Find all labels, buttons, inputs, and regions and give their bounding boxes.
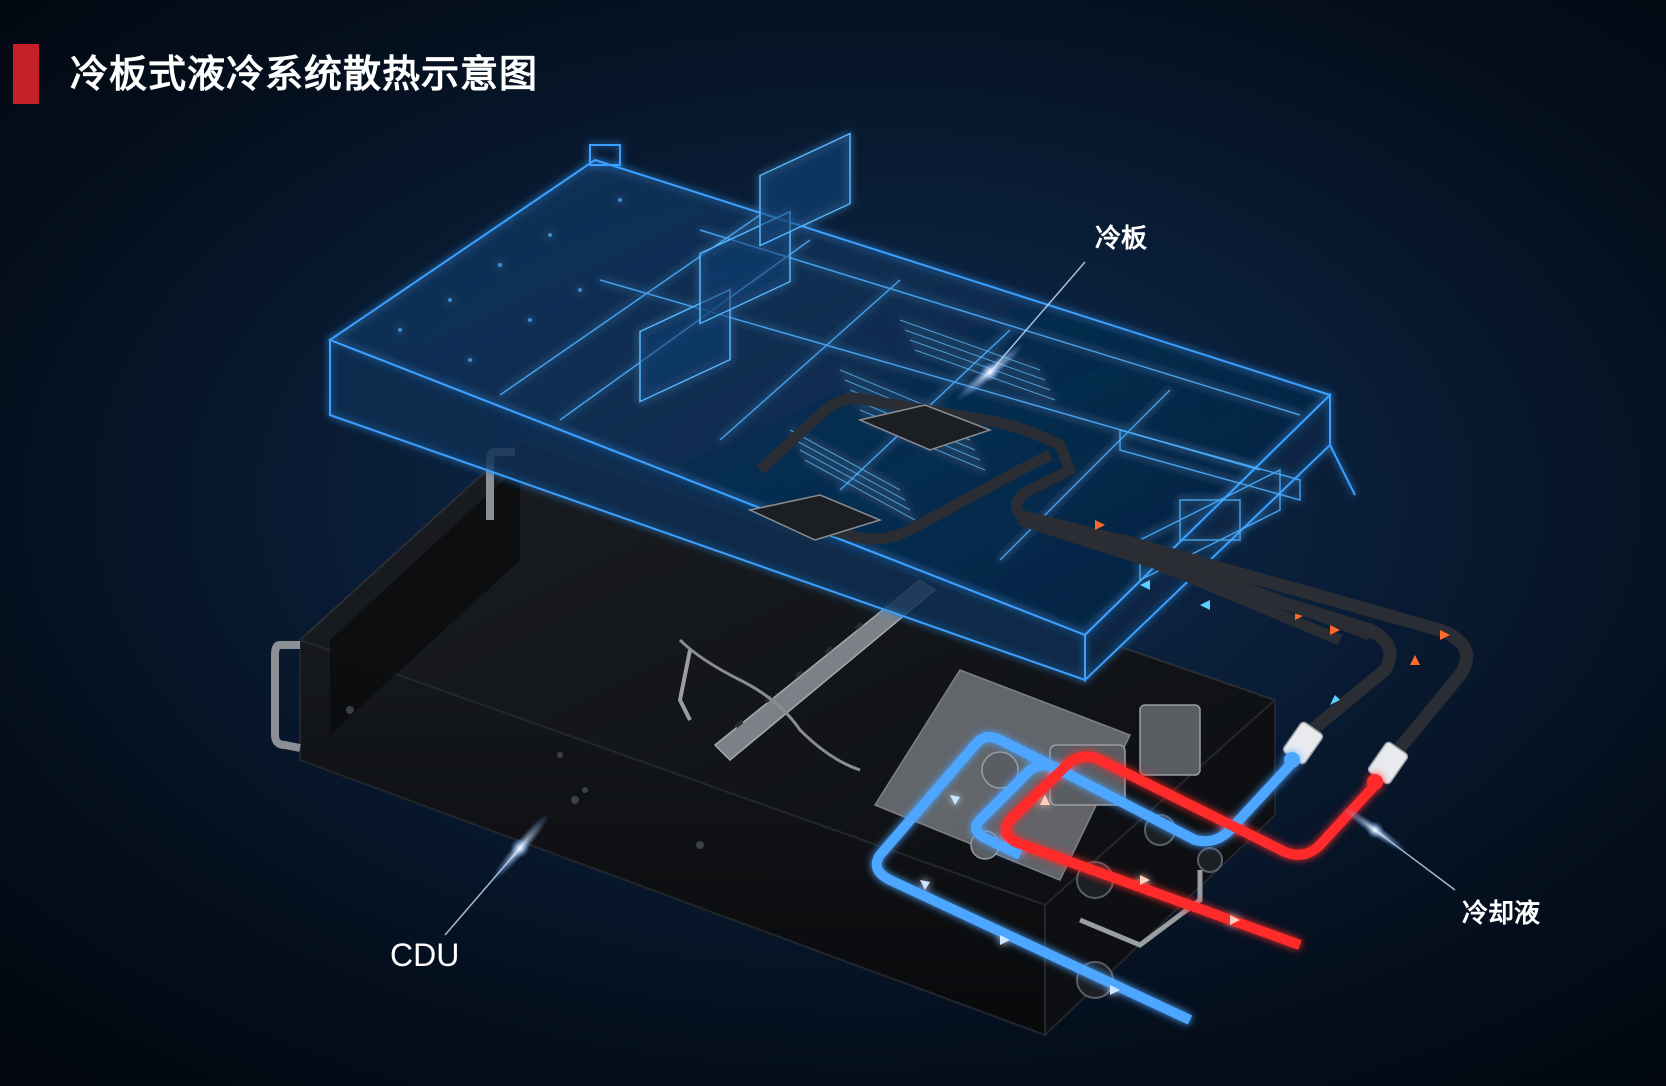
cold-plate-pointer [955,261,1086,402]
cdu-label: CDU [390,937,460,973]
cold-plate-label: 冷板 [1095,224,1148,254]
cdu-pointer [444,813,550,936]
cdu-unit [271,438,1277,1038]
page-title: 冷板式液冷系统散热示意图 [70,52,539,96]
cold-plate-upper [857,404,993,451]
server-chassis [327,132,1356,683]
coolant-pointer [1342,806,1456,891]
coolant-pipes [871,731,1379,1025]
quick-connector-icon [1282,721,1409,785]
cold-plate-lower [747,494,883,541]
title-accent-bar [13,44,39,104]
cold-plate-loop [747,392,1372,646]
coolant-label: 冷却液 [1462,899,1541,929]
